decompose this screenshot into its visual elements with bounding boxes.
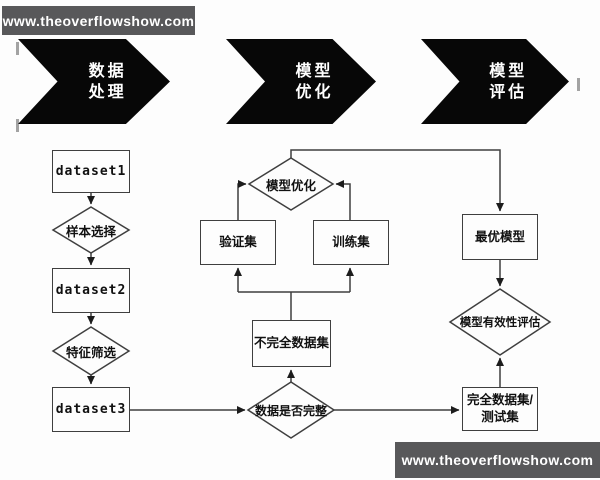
- stage-label: 数据 处理: [64, 61, 152, 103]
- stage-label-line: 模型: [489, 62, 528, 80]
- label-sample-selection: 样本选择: [65, 224, 116, 239]
- stage-label: 模型 评估: [465, 61, 551, 103]
- node-incomplete-dataset: 不完全数据集: [252, 320, 331, 367]
- label-model-validity-eval: 模型有效性评估: [459, 317, 541, 329]
- diamond-sample-selection: [51, 206, 131, 254]
- artifact-tick: [16, 42, 19, 55]
- stage-label-line: 处理: [88, 83, 127, 101]
- stage-label-line: 优化: [295, 83, 334, 101]
- stage-label: 模型 优化: [271, 61, 358, 103]
- node-validation-set: 验证集: [200, 220, 276, 265]
- stage-label-line: 评估: [489, 83, 528, 101]
- label-feature-filtering: 特征筛选: [65, 345, 116, 360]
- stage-label-line: 模型: [295, 62, 334, 80]
- diamond-data-complete-check: [246, 381, 336, 439]
- diamond-feature-filtering: [51, 326, 131, 376]
- stage-label-line: 数据: [88, 62, 127, 80]
- node-dataset1: dataset1: [52, 150, 130, 193]
- watermark-bottom-right: www.theoverflowshow.com: [395, 442, 600, 478]
- label-data-complete-check: 数据是否完整: [254, 403, 327, 418]
- diamond-model-validity-eval: [448, 288, 552, 356]
- watermark-text: www.theoverflowshow.com: [2, 12, 195, 29]
- node-label-line: 完全数据集/: [467, 393, 533, 407]
- node-dataset2: dataset2: [52, 268, 130, 313]
- node-optimal-model: 最优模型: [462, 214, 538, 260]
- artifact-tick: [16, 119, 19, 132]
- watermark-top-left: www.theoverflowshow.com: [2, 6, 195, 35]
- node-dataset3: dataset3: [52, 387, 130, 432]
- diamond-model-optimization: [247, 157, 335, 211]
- node-label-line: 测试集: [481, 410, 519, 424]
- label-model-optimization: 模型优化: [265, 178, 316, 193]
- artifact-tick: [577, 78, 580, 91]
- node-training-set: 训练集: [313, 220, 389, 265]
- watermark-text: www.theoverflowshow.com: [401, 452, 594, 468]
- node-complete-dataset: 完全数据集/ 测试集: [462, 387, 538, 431]
